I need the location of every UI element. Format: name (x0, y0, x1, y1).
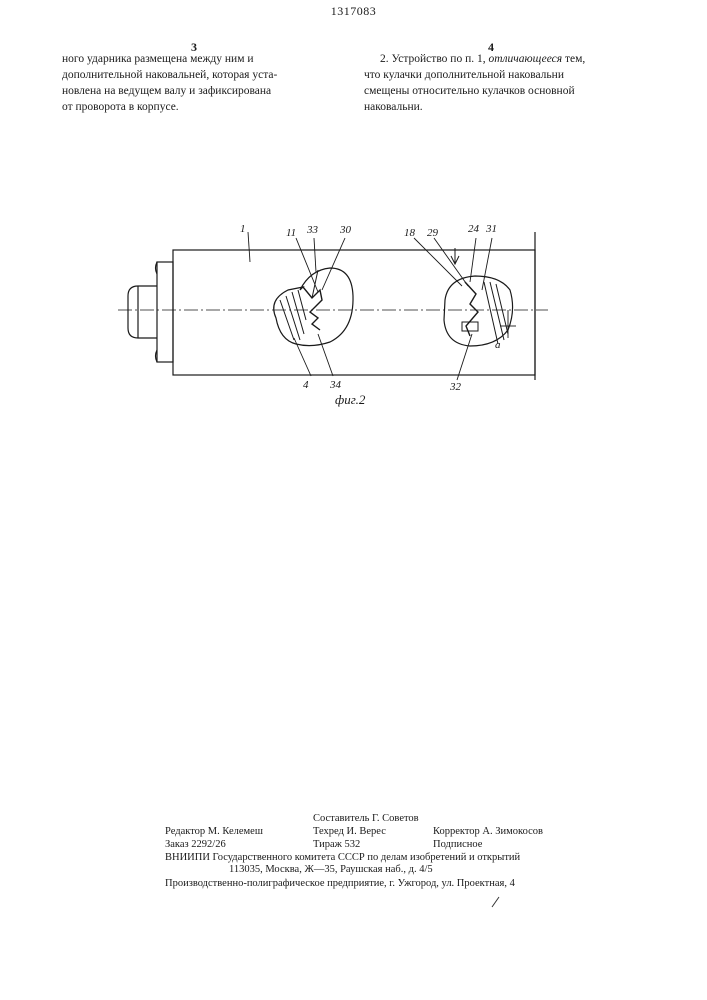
footer-order: Заказ 2292/26 (165, 838, 226, 851)
footer-org-line-2: 113035, Москва, Ж—35, Раушская наб., д. … (229, 863, 433, 876)
label-30: 30 (339, 224, 352, 236)
leader-33 (314, 238, 316, 272)
label-34: 34 (329, 379, 342, 391)
label-a: a (495, 339, 501, 351)
leader-32 (457, 334, 472, 380)
footer-printer: Производственно-полиграфическое предприя… (165, 877, 515, 890)
leader-4 (294, 338, 311, 376)
right-cam-profile (465, 282, 478, 336)
leader-1 (248, 232, 250, 262)
footer-corrector: Корректор А. Зимокосов (433, 825, 543, 838)
footer-circulation: Тираж 532 (313, 838, 360, 851)
label-4: 4 (303, 379, 309, 391)
label-33: 33 (306, 224, 319, 236)
leader-29 (434, 238, 468, 286)
shaft-stub (128, 286, 157, 338)
housing-body (173, 250, 535, 375)
leader-34 (318, 334, 333, 376)
footer-editor: Редактор М. Келемеш (165, 825, 263, 838)
label-11: 11 (286, 227, 296, 239)
flange (157, 262, 173, 362)
label-1: 1 (240, 223, 246, 235)
stray-mark (490, 895, 502, 909)
label-31: 31 (485, 223, 497, 235)
leader-24 (470, 238, 476, 282)
left-hatch (280, 290, 306, 340)
right-cam-key (462, 322, 478, 331)
footer-techred: Техред И. Верес (313, 825, 386, 838)
label-32: 32 (449, 381, 462, 393)
label-24: 24 (468, 223, 480, 235)
label-18: 18 (404, 227, 416, 239)
leader-30 (322, 238, 345, 290)
footer-compiler: Составитель Г. Советов (313, 812, 419, 825)
label-29: 29 (427, 227, 439, 239)
footer-subscription: Подписное (433, 838, 482, 851)
figure-caption: фиг.2 (335, 392, 366, 407)
